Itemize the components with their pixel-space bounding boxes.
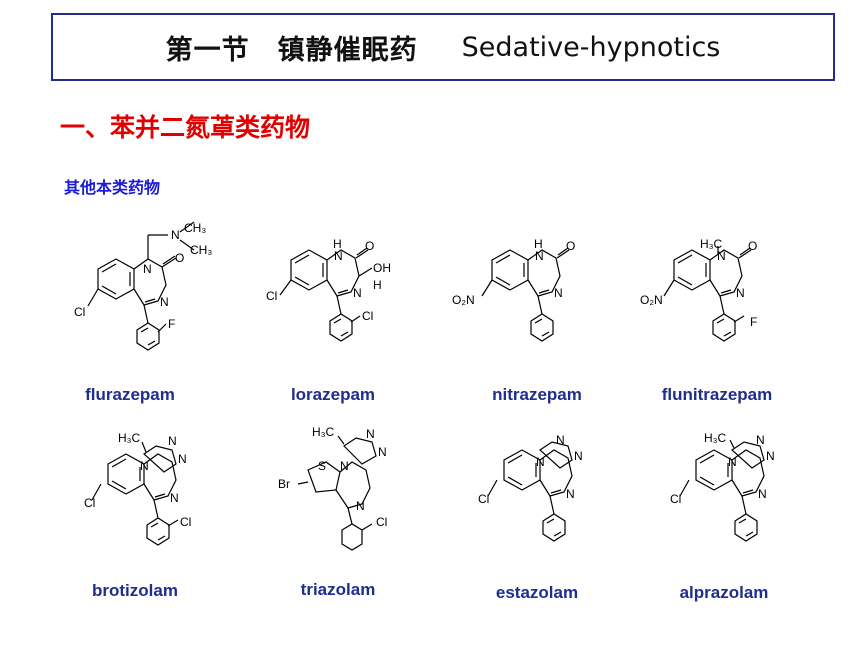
atom-o: O: [365, 239, 374, 253]
atom-h: H: [373, 278, 382, 292]
atom-n: N: [736, 286, 745, 300]
atom-n: N: [717, 249, 726, 263]
title-box: 第一节 镇静催眠药 Sedative-hypnotics: [51, 13, 835, 81]
atom-n: N: [536, 455, 545, 469]
atom-n: N: [334, 249, 343, 263]
atom-n: N: [178, 452, 187, 466]
drug-name-flunitrazepam: flunitrazepam: [662, 385, 773, 404]
structure-flunitrazepam: H₃C N O N O₂N F: [640, 237, 757, 342]
atom-n: N: [535, 249, 544, 263]
title-chinese: 第一节 镇静催眠药: [165, 34, 418, 66]
atom-h3c: H₃C: [312, 425, 335, 439]
atom-n: N: [378, 445, 387, 459]
atom-n: N: [140, 459, 149, 473]
atom-o2n: O₂N: [640, 293, 663, 307]
atom-n: N: [574, 449, 583, 463]
atom-o: O: [748, 239, 757, 253]
atom-s: S: [318, 459, 326, 473]
atom-o: O: [566, 239, 575, 253]
atom-o: O: [175, 251, 184, 265]
drug-name-flurazepam: flurazepam: [85, 385, 175, 404]
drug-name-triazolam: triazolam: [301, 580, 376, 599]
atom-n: N: [171, 228, 180, 242]
atom-f: F: [168, 317, 175, 331]
atom-oh: OH: [373, 261, 391, 275]
drug-name-alprazolam: alprazolam: [680, 583, 769, 602]
atom-n: N: [143, 262, 152, 276]
atom-o2n: O₂N: [452, 293, 475, 307]
drug-name-nitrazepam: nitrazepam: [492, 385, 582, 404]
section-heading: 一、苯并二氮䓬类药物: [60, 113, 311, 142]
atom-n: N: [756, 433, 765, 447]
atom-n: N: [554, 286, 563, 300]
atom-cl: Cl: [74, 305, 85, 319]
atom-cl: Cl: [478, 492, 489, 506]
atom-n: N: [340, 459, 349, 473]
structure-lorazepam: H N O OH H N Cl Cl: [266, 237, 391, 342]
atom-ch3: CH₃: [190, 243, 212, 257]
atom-h3c: H₃C: [118, 431, 141, 445]
drug-name-lorazepam: lorazepam: [291, 385, 375, 404]
structure-nitrazepam: H N O N O₂N: [452, 237, 575, 342]
atom-nh-h: H: [534, 237, 543, 251]
structure-flurazepam: N O N CH₃ CH₃ N Cl F: [74, 221, 212, 351]
atom-cl: Cl: [376, 515, 387, 529]
atom-n: N: [728, 455, 737, 469]
structure-alprazolam: H₃C N N N N Cl: [670, 431, 775, 542]
atom-cl: Cl: [362, 309, 373, 323]
atom-ch3: CH₃: [184, 221, 206, 235]
atom-cl: Cl: [84, 496, 95, 510]
atom-n: N: [758, 487, 767, 501]
atom-cl: Cl: [266, 289, 277, 303]
atom-n: N: [356, 499, 365, 513]
structure-estazolam: N N N N Cl: [478, 433, 583, 542]
atom-h3c: H₃C: [700, 237, 723, 251]
drug-name-brotizolam: brotizolam: [92, 581, 178, 600]
atom-n: N: [168, 434, 177, 448]
structure-triazolam: H₃C N N S N N Br Cl: [278, 425, 387, 551]
structure-brotizolam: H₃C N N N N Cl Cl: [84, 431, 191, 546]
atom-cl: Cl: [180, 515, 191, 529]
atom-nh-h: H: [333, 237, 342, 251]
atom-n: N: [366, 427, 375, 441]
atom-n: N: [160, 295, 169, 309]
atom-n: N: [556, 433, 565, 447]
drug-name-estazolam: estazolam: [496, 583, 578, 602]
title-english: Sedative-hypnotics: [461, 31, 721, 63]
atom-f: F: [750, 315, 757, 329]
atom-n: N: [353, 286, 362, 300]
atom-n: N: [566, 487, 575, 501]
sub-heading: 其他本类药物: [64, 178, 161, 197]
atom-h3c: H₃C: [704, 431, 727, 445]
atom-n: N: [170, 491, 179, 505]
atom-br: Br: [278, 477, 290, 491]
atom-n: N: [766, 449, 775, 463]
atom-cl: Cl: [670, 492, 681, 506]
